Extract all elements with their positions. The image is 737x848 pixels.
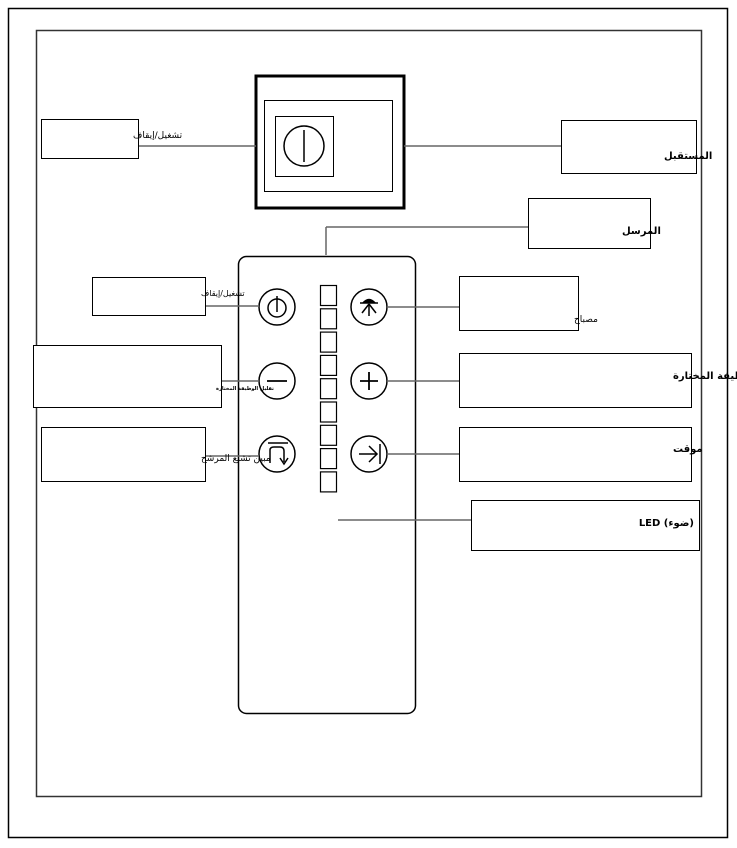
- receiver-power-switch[interactable]: [275, 116, 334, 177]
- led-indicator: [319, 448, 338, 470]
- callout-led: [471, 500, 700, 551]
- led-indicator: [319, 378, 338, 400]
- led-column: [319, 284, 338, 493]
- filter-button-ring: [258, 435, 296, 473]
- callout-increase-text: زيادة الوظيفة المختارة: [673, 371, 737, 382]
- led-indicator: [319, 401, 338, 423]
- callout-transmitter-text: المرسل: [622, 226, 661, 237]
- light-button[interactable]: [350, 288, 388, 326]
- callout-timer: [459, 427, 692, 482]
- lamp-icon: [360, 298, 378, 316]
- receiver-inner-panel: [264, 100, 393, 192]
- callout-light: [459, 276, 579, 331]
- callout-light-text: مصباح: [574, 315, 598, 325]
- callout-decrease-text: تقليل الوظيفة المختارة: [216, 386, 274, 392]
- callout-receiver-power: [41, 119, 139, 159]
- callout-increase: [459, 353, 692, 408]
- callout-transmitter: [528, 198, 651, 249]
- callout-timer-text: موقت: [673, 444, 703, 455]
- timer-button[interactable]: [350, 435, 388, 473]
- led-indicator: [319, 471, 338, 493]
- receiver-power-icon: [283, 125, 325, 167]
- led-indicator: [319, 331, 338, 353]
- callout-receiver-name-text: المستقبل: [664, 151, 712, 162]
- callout-filter-text: مبين تشبع المرشح: [201, 454, 271, 464]
- led-indicator: [319, 284, 338, 307]
- timer-icon: [359, 444, 381, 464]
- filter-icon: [268, 442, 289, 466]
- receiver: [254, 74, 406, 210]
- callout-filter: [41, 427, 206, 482]
- power-button[interactable]: [258, 288, 296, 326]
- decrease-button[interactable]: [258, 362, 296, 400]
- filter-button[interactable]: [258, 435, 296, 473]
- receiver-outer-box: [254, 74, 406, 210]
- led-indicator: [319, 424, 338, 446]
- callout-led-text: LED (ضوء): [639, 518, 694, 529]
- led-indicator: [319, 354, 338, 376]
- led-indicator: [319, 308, 338, 330]
- callout-receiver-power-text: تشغيل/إيقاف: [133, 131, 183, 141]
- callout-receiver-name: [561, 120, 697, 174]
- callout-power: [92, 277, 206, 316]
- power-icon: [267, 296, 287, 318]
- plus-icon: [360, 372, 378, 390]
- increase-button[interactable]: [350, 362, 388, 400]
- transmitter-body: [237, 255, 417, 715]
- power-button-ring: [258, 288, 296, 326]
- callout-power-text: تشغيل/إيقاف: [201, 289, 245, 299]
- callout-decrease: [33, 345, 222, 408]
- outer-frame: [7, 7, 729, 839]
- inner-frame: [35, 29, 703, 798]
